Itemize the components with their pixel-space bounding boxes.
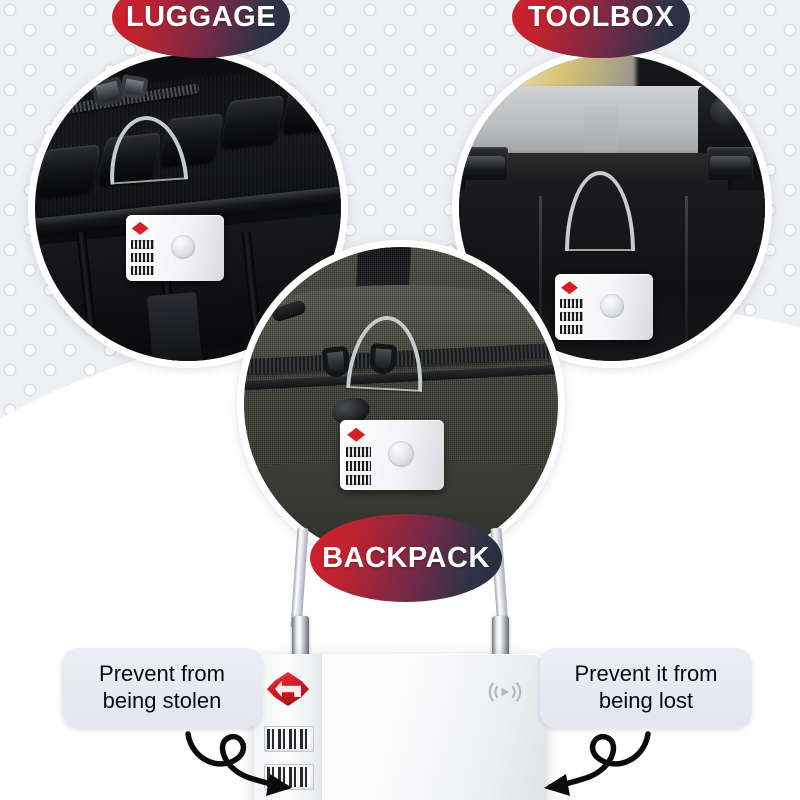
hero-lock-body — [254, 654, 546, 800]
toolbox-lid-notch — [584, 107, 619, 160]
combination-dial-1[interactable] — [264, 726, 314, 752]
lock-steel-cable — [105, 113, 189, 185]
latch-bar — [465, 155, 505, 170]
combination-dial — [560, 325, 584, 335]
tsa-diamond-icon — [131, 221, 149, 235]
combination-dial — [130, 265, 154, 275]
curly-arrow-left-icon — [544, 731, 651, 796]
combination-dial — [130, 252, 154, 262]
product-lock-on-toolbox — [551, 171, 692, 348]
tip-box-prevent-lost[interactable]: Prevent it from being lost — [540, 648, 752, 728]
combination-dial — [130, 239, 154, 249]
tip-stolen-line1: Prevent from — [99, 661, 225, 686]
lock-steel-cable — [564, 171, 635, 252]
scene-label-backpack-text: BACKPACK — [322, 541, 490, 574]
toolbox-knob — [709, 94, 750, 129]
lock-body — [555, 274, 654, 341]
scene-label-toolbox-text: TOOLBOX — [527, 0, 675, 33]
combination-dial — [346, 474, 372, 485]
scene-label-luggage-text: LUGGAGE — [125, 0, 277, 33]
combination-dial — [560, 299, 584, 309]
wireless-signal-icon — [488, 682, 522, 702]
latch-bar — [709, 155, 750, 170]
hero-product-lock — [254, 527, 546, 800]
tsa-diamond-icon — [561, 281, 579, 295]
curly-arrow-right-icon — [185, 731, 292, 796]
tsa-diamond-icon — [347, 427, 366, 442]
tip-stolen-line2: being stolen — [102, 687, 222, 713]
cable-ferrule-left — [292, 616, 309, 662]
tip-lost-line2: being lost — [598, 687, 694, 713]
lock-round-button — [600, 294, 625, 319]
lock-round-button — [388, 440, 415, 467]
lock-steel-cable — [346, 314, 427, 393]
combination-dial — [346, 446, 372, 457]
product-lock-on-luggage — [99, 113, 246, 306]
scene-photo-backpack[interactable] — [237, 240, 565, 568]
cable-ferrule-right — [492, 616, 509, 662]
tip-lost-line1: Prevent it from — [574, 661, 718, 686]
lock-body — [340, 419, 445, 490]
product-lock-on-backpack — [329, 314, 492, 523]
toolbox-seam — [685, 195, 689, 361]
combination-dial — [346, 460, 372, 471]
lock-body — [125, 214, 224, 281]
tip-box-prevent-stolen[interactable]: Prevent from being stolen — [62, 648, 262, 728]
backpack-photo-content — [244, 247, 558, 561]
dial-digits — [267, 729, 311, 749]
lock-round-button — [170, 234, 195, 259]
combination-dial — [560, 312, 584, 322]
scene-label-backpack[interactable]: BACKPACK — [310, 514, 502, 602]
